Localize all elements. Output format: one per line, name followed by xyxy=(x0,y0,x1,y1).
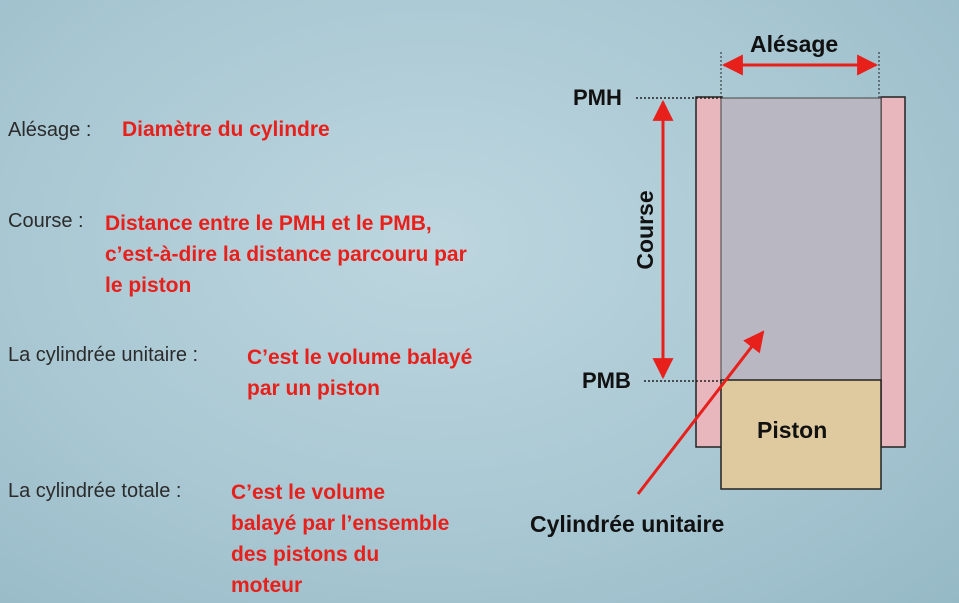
cylinder-wall-right xyxy=(880,96,906,448)
definition-cylindree-unitaire: C’est le volume balayé par un piston xyxy=(247,346,473,400)
alesage-label: Alésage xyxy=(750,31,839,57)
term-cylindree-unitaire: La cylindrée unitaire : xyxy=(8,344,199,366)
definition-course: Distance entre le PMH et le PMB, c’est-à… xyxy=(105,212,467,297)
definition-cylindree-totale: C’est le volume balayé par l’ensemble de… xyxy=(231,481,450,597)
pmh-label: PMH xyxy=(573,85,622,110)
cylinder-wall-left xyxy=(695,96,723,448)
swept-volume xyxy=(720,97,882,381)
pmb-label: PMB xyxy=(582,368,631,393)
term-alesage: Alésage : xyxy=(8,119,92,141)
definition-alesage: Diamètre du cylindre xyxy=(122,118,330,141)
piston xyxy=(720,379,882,490)
cylindree-unitaire-label: Cylindrée unitaire xyxy=(530,511,725,537)
term-course: Course : xyxy=(8,210,84,232)
cylindree-pointer-arrow xyxy=(636,330,765,495)
term-cylindree-totale: La cylindrée totale : xyxy=(8,480,182,502)
course-label: Course xyxy=(632,190,658,269)
piston-label: Piston xyxy=(757,417,828,443)
